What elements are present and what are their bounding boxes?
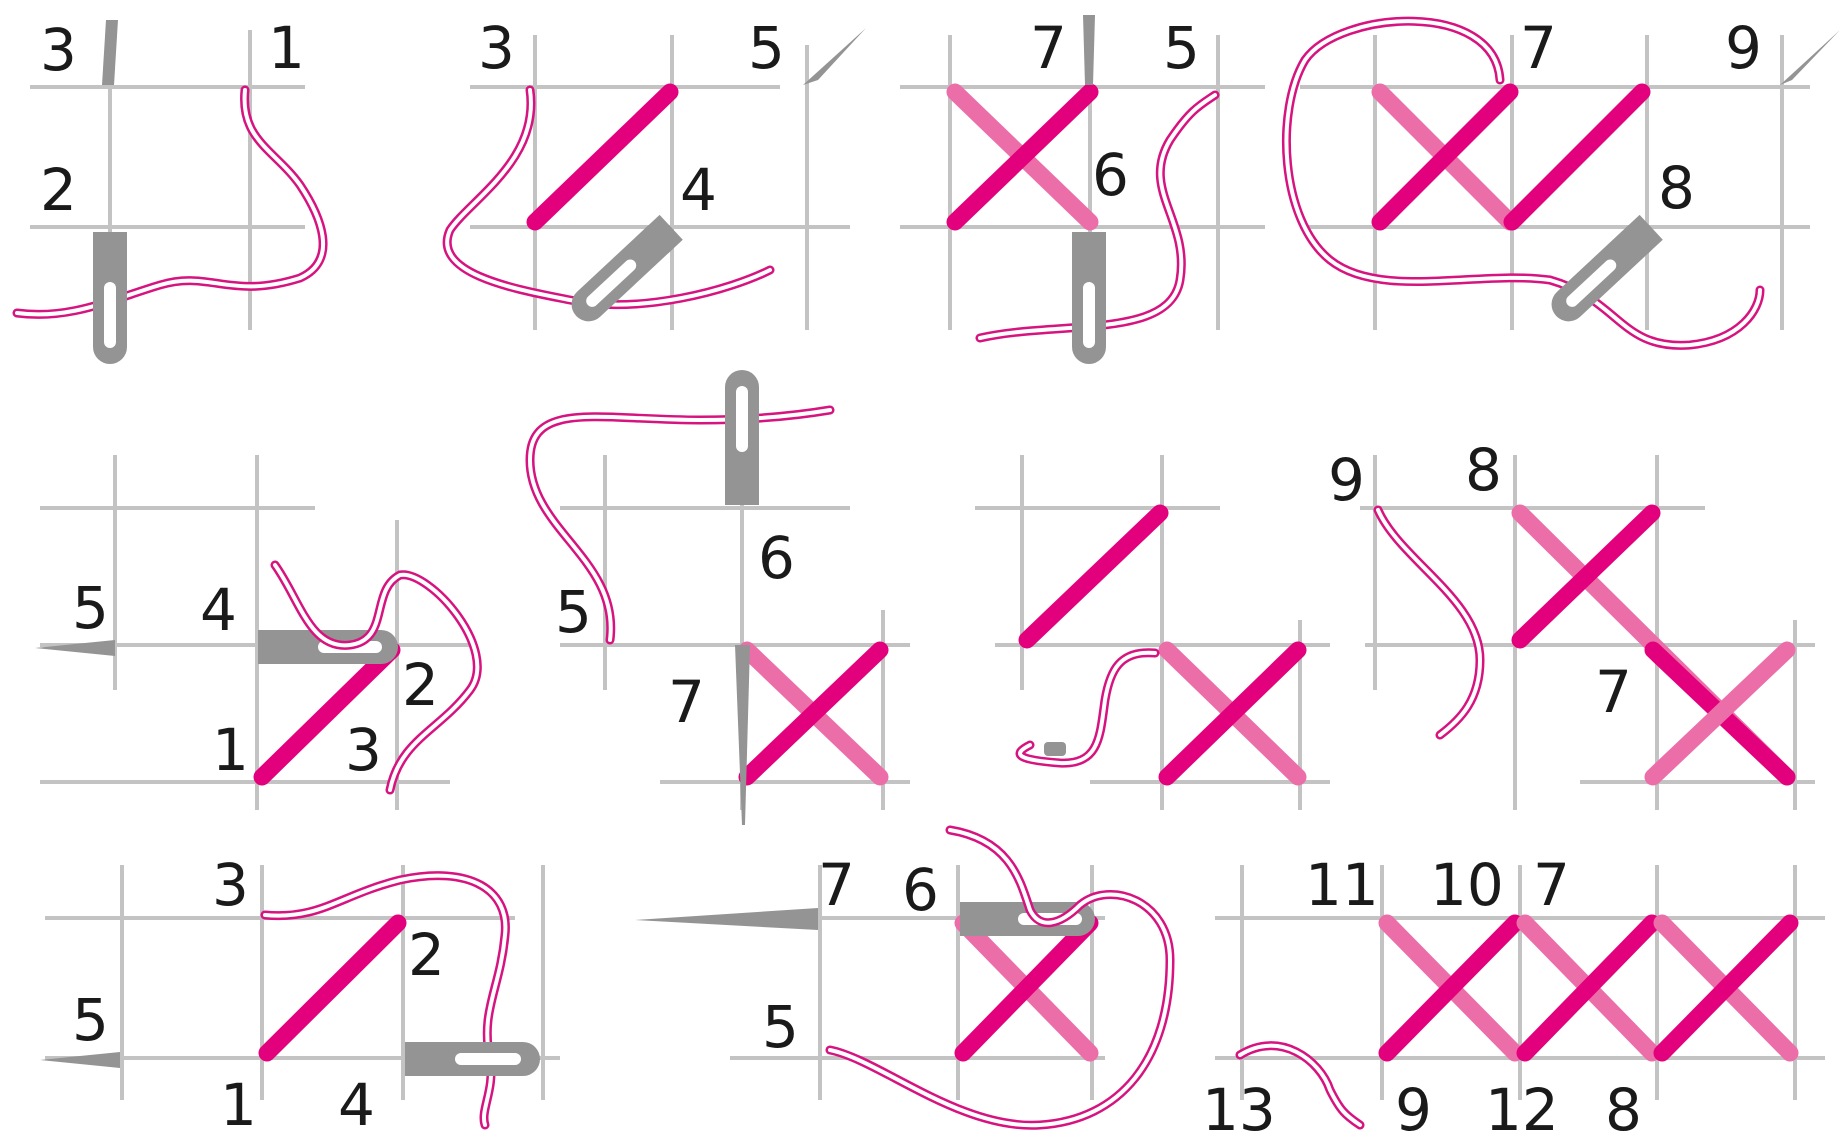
step-label: 4 <box>338 1071 375 1139</box>
needle-icon <box>1072 232 1106 364</box>
step-label: 8 <box>1605 1076 1642 1144</box>
stitch-half <box>535 92 670 222</box>
step-9-panel: 3 2 5 1 4 <box>40 851 560 1139</box>
step-label: 7 <box>668 668 705 736</box>
step-8-panel: 9 8 7 <box>1328 436 1815 810</box>
step-label: 12 <box>1485 1076 1559 1144</box>
step-label: 2 <box>402 651 439 719</box>
step-label: 8 <box>1465 436 1502 504</box>
needle-point-icon <box>635 908 818 930</box>
step-1-panel: 3 1 2 <box>17 14 323 364</box>
grid <box>1360 455 1815 810</box>
step-label: 3 <box>345 716 382 784</box>
step-label: 1 <box>268 14 305 82</box>
step-label: 11 <box>1305 851 1379 919</box>
needle-point-icon <box>40 1052 120 1068</box>
step-7-panel <box>975 455 1330 810</box>
needle-icon <box>93 232 127 364</box>
step-3-panel: 7 5 6 <box>900 14 1265 364</box>
step-label: 7 <box>1533 851 1570 919</box>
needle-icon <box>565 215 683 329</box>
thread <box>1378 510 1480 735</box>
step-10-panel: 7 6 5 <box>635 830 1170 1125</box>
step-label: 7 <box>1520 14 1557 82</box>
step-2-panel: 3 5 4 <box>447 14 866 330</box>
needle-point-icon <box>1083 15 1095 85</box>
step-11-panel: 11 10 7 13 9 12 8 <box>1202 851 1825 1144</box>
step-label: 6 <box>1092 141 1129 209</box>
step-label: 9 <box>1395 1076 1432 1144</box>
step-label: 2 <box>40 156 77 224</box>
step-label: 4 <box>680 156 717 224</box>
step-label: 5 <box>748 14 785 82</box>
needle-icon <box>725 370 759 505</box>
step-label: 9 <box>1328 446 1365 514</box>
needle-point-icon <box>803 28 866 85</box>
step-label: 13 <box>1202 1076 1276 1144</box>
needle-point-icon <box>735 645 750 825</box>
stitch-half <box>1027 513 1160 640</box>
stitch-half <box>1512 92 1642 222</box>
step-label: 9 <box>1725 14 1762 82</box>
step-label: 3 <box>212 851 249 919</box>
needle-icon <box>258 630 398 664</box>
needle-point-icon <box>1780 30 1840 85</box>
thread <box>830 830 1170 1125</box>
step-label: 3 <box>40 16 77 84</box>
step-label: 1 <box>220 1071 257 1139</box>
step-label: 8 <box>1658 154 1695 222</box>
step-label: 6 <box>758 524 795 592</box>
step-label: 5 <box>72 574 109 642</box>
needle-point-icon <box>35 640 115 656</box>
thread <box>1020 653 1155 763</box>
step-label: 10 <box>1430 851 1504 919</box>
step-5-panel: 5 4 2 1 3 <box>35 455 477 810</box>
step-4-panel: 7 9 8 <box>1286 14 1840 345</box>
step-label: 7 <box>1595 658 1632 726</box>
step-label: 5 <box>555 578 592 646</box>
step-label: 2 <box>408 921 445 989</box>
step-6-panel: 6 5 7 <box>530 370 910 825</box>
step-label: 5 <box>72 986 109 1054</box>
step-label: 5 <box>1163 14 1200 82</box>
grid <box>470 35 850 330</box>
step-label: 6 <box>902 856 939 924</box>
step-label: 3 <box>478 14 515 82</box>
step-label: 1 <box>212 716 249 784</box>
step-label: 7 <box>1030 14 1067 82</box>
step-label: 5 <box>762 993 799 1061</box>
stitch-half <box>267 923 398 1053</box>
step-label: 7 <box>818 851 855 919</box>
step-label: 4 <box>200 576 237 644</box>
needle-icon <box>405 1042 540 1076</box>
needle-eye-icon <box>1044 742 1066 756</box>
needle-point-icon <box>102 20 118 85</box>
